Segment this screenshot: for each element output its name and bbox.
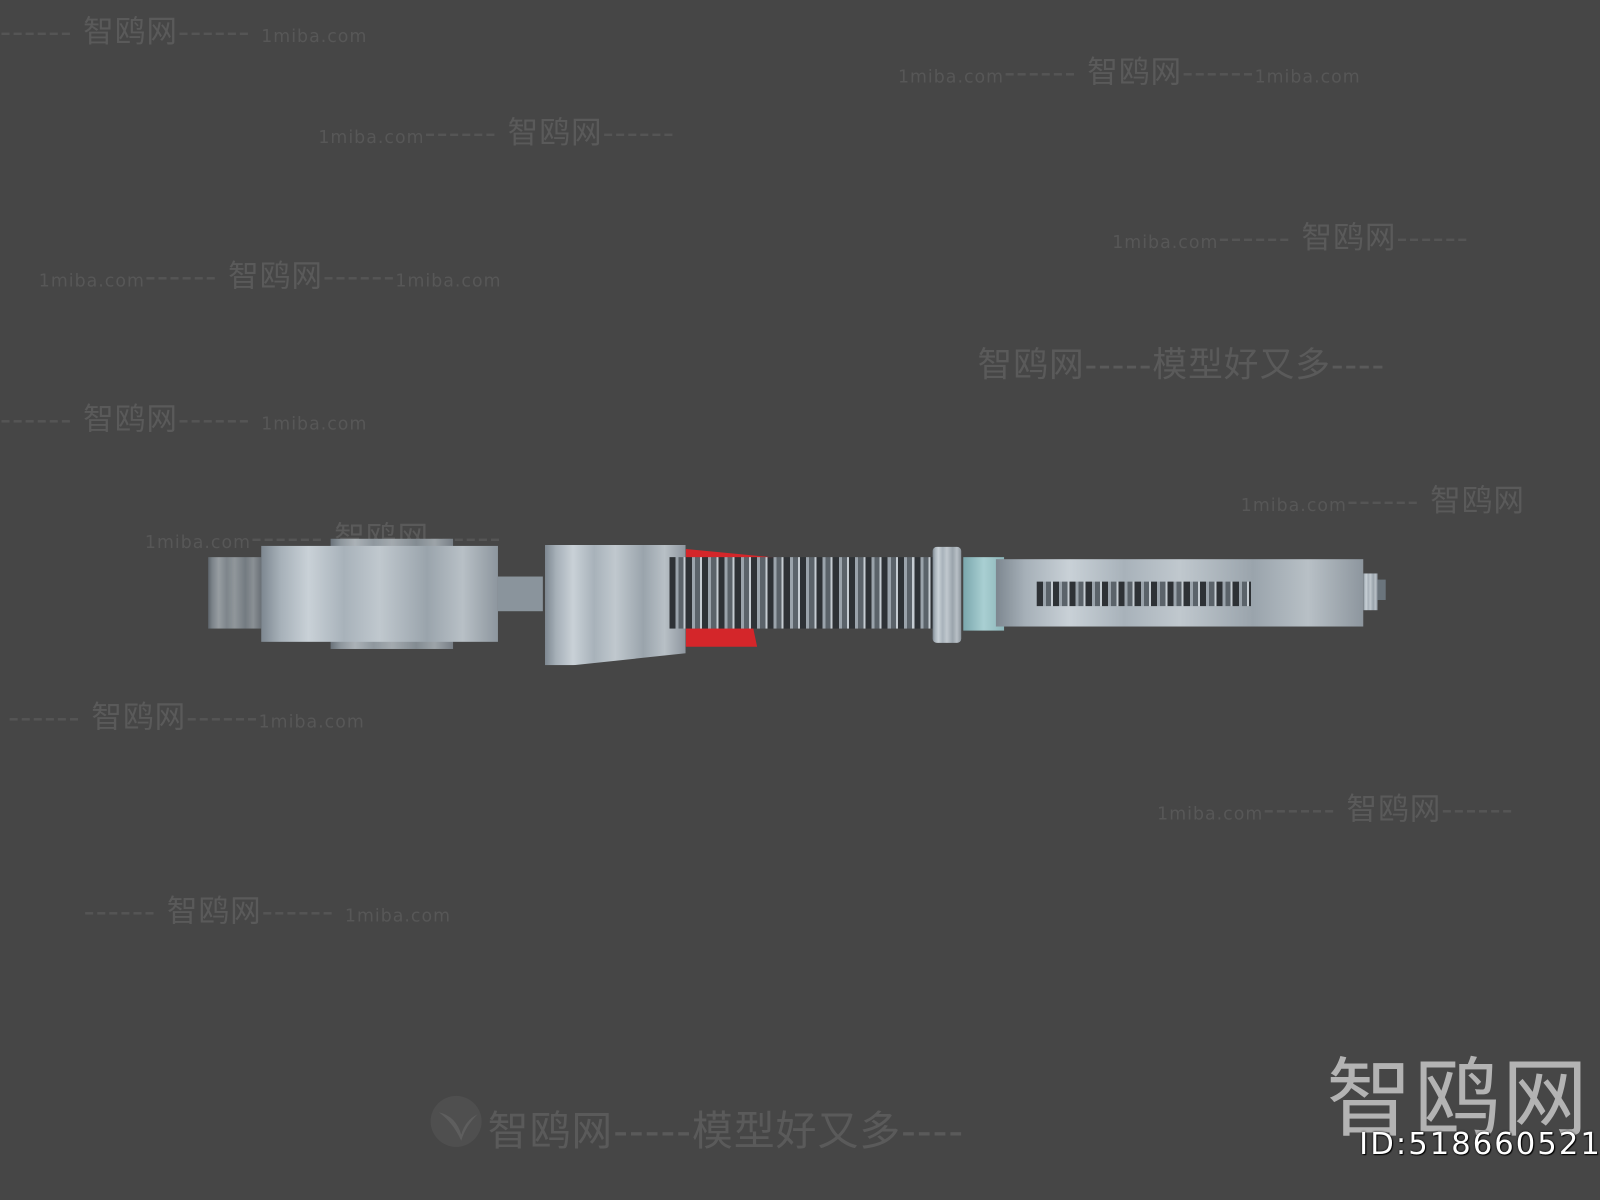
watermark: ------ 智鸥网------ 1miba.com	[0, 402, 368, 438]
watermark: 1miba.com------ 智鸥网------1miba.com	[38, 259, 502, 295]
watermark-slogan: 智鸥网-----模型好又多----	[977, 344, 1386, 386]
receiver-block	[544, 544, 686, 666]
bird-logo-icon	[430, 1095, 482, 1147]
watermark: 1miba.com------ 智鸥网------	[1112, 220, 1469, 257]
stock-body	[261, 545, 498, 642]
watermark: 1miba.com------ 智鸥网	[1240, 483, 1526, 520]
watermark-slogan-bottom: 智鸥网-----模型好又多----	[487, 1108, 965, 1156]
watermark: 1miba.com------ 智鸥网------	[1157, 791, 1514, 828]
watermark: 1miba.com------ 智鸥网------	[318, 115, 675, 152]
stock-end	[208, 557, 262, 629]
stock-connector	[497, 576, 543, 612]
cylinder-body	[669, 557, 935, 629]
watermark: ------ 智鸥网------ 1miba.com	[0, 14, 368, 50]
barrel-vents	[1036, 581, 1252, 607]
watermark: ------ 智鸥网------1miba.com	[8, 699, 365, 736]
brand-logo: 智鸥网	[1326, 1048, 1590, 1149]
muzzle-tip	[1377, 579, 1386, 600]
watermark: 1miba.com------ 智鸥网------1miba.com	[897, 55, 1361, 91]
muzzle	[1363, 573, 1378, 611]
watermark: ------ 智鸥网------ 1miba.com	[83, 893, 452, 930]
barrel-collar	[932, 546, 962, 643]
model-id: ID:518660521	[1359, 1126, 1600, 1163]
